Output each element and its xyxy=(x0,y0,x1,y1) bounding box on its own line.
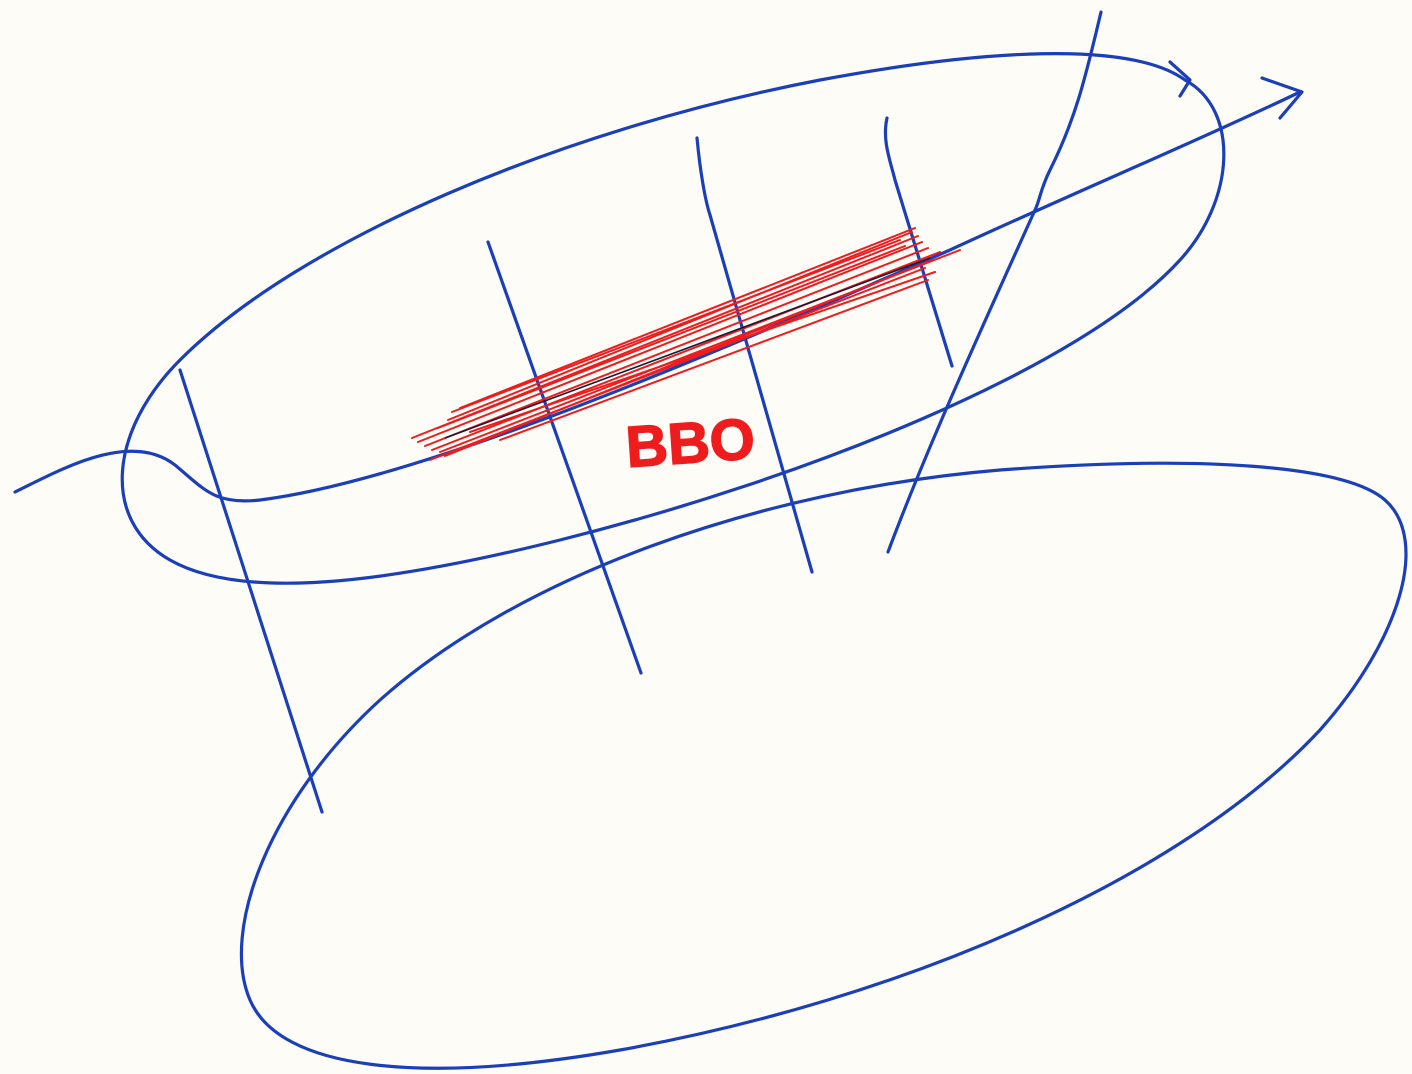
lower-ellipse xyxy=(241,463,1406,1068)
section-line-1 xyxy=(180,370,322,812)
section-line-3 xyxy=(697,138,812,572)
sketch-label: BBO xyxy=(624,406,757,480)
upper-ellipse xyxy=(122,54,1224,584)
ellipse-arrow-tick xyxy=(1170,62,1190,96)
axis-arrowhead-icon xyxy=(1262,78,1302,118)
